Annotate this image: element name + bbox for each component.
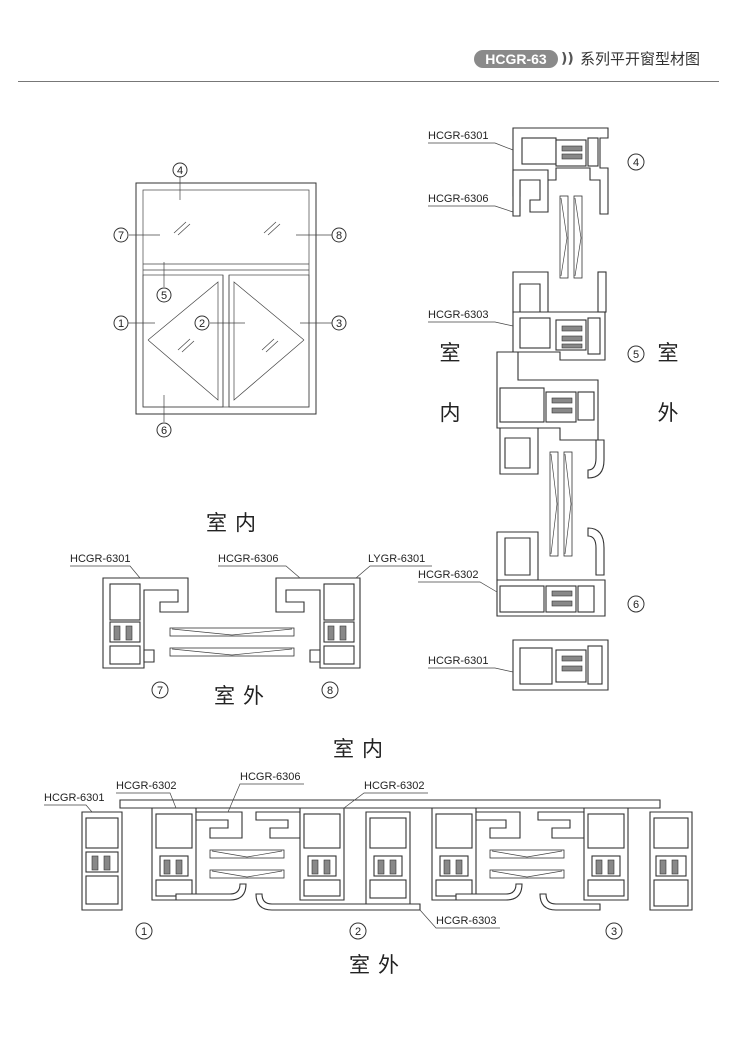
label-inside-bottom: 室内 <box>333 737 391 761</box>
callout-6-elev: 6 <box>161 425 167 437</box>
label-6301-bottom-sec: HCGR-6301 <box>44 792 105 804</box>
label-6303-bottom-sec: HCGR-6303 <box>436 915 497 927</box>
label-6306-mid: HCGR-6306 <box>218 553 279 565</box>
callout-3-elev: 3 <box>336 318 342 330</box>
callout-4-elev: 4 <box>177 165 183 177</box>
label-inside-char2: 内 <box>440 401 461 425</box>
label-6302-left-sec: HCGR-6302 <box>116 780 177 792</box>
side-section: 室内 HCGR-6301 HCGR-6306 LYGR-6301 7 8 室外 <box>70 511 432 708</box>
label-inside-char1: 室 <box>440 341 461 365</box>
window-elevation: 4 7 8 5 1 2 3 6 <box>113 162 347 438</box>
callout-3-section: 3 <box>611 926 617 938</box>
callout-7-section: 7 <box>157 685 163 697</box>
page-title: 系列平开窗型材图 <box>580 50 701 68</box>
label-6306-top: HCGR-6306 <box>428 193 489 205</box>
label-outside-mid: 室外 <box>214 684 272 708</box>
label-outside-bottom: 室外 <box>349 953 407 977</box>
label-6301-mid: HCGR-6301 <box>70 553 131 565</box>
label-6302-right: HCGR-6302 <box>418 569 479 581</box>
label-outside-char2: 外 <box>658 401 679 425</box>
callout-2-elev: 2 <box>199 318 205 330</box>
label-inside-mid: 室内 <box>206 511 264 535</box>
callout-1-elev: 1 <box>118 318 124 330</box>
label-lygr6301-mid: LYGR-6301 <box>368 553 425 565</box>
label-6302-right-sec: HCGR-6302 <box>364 780 425 792</box>
vertical-section: HCGR-6301 HCGR-6306 HCGR-6303 HCGR-6302 … <box>418 127 679 691</box>
label-6306-bottom-sec: HCGR-6306 <box>240 771 301 783</box>
header-rule <box>18 81 719 82</box>
arrow-decoration: )) <box>561 51 574 67</box>
callout-5-elev: 5 <box>161 290 167 302</box>
callout-1-section: 1 <box>141 926 147 938</box>
callout-6-section: 6 <box>633 599 639 611</box>
callout-8-section: 8 <box>327 685 333 697</box>
callout-7-elev: 7 <box>118 230 124 242</box>
label-6303-right: HCGR-6303 <box>428 309 489 321</box>
label-6301-bottom: HCGR-6301 <box>428 655 489 667</box>
label-outside-char1: 室 <box>658 341 679 365</box>
horizontal-section: 室内 <box>44 737 693 977</box>
callout-8-elev: 8 <box>336 230 342 242</box>
series-badge: HCGR-63 <box>474 50 558 68</box>
callout-5-section: 5 <box>633 349 639 361</box>
callout-4-section: 4 <box>633 157 639 169</box>
callout-2-section: 2 <box>355 926 361 938</box>
label-6301-top: HCGR-6301 <box>428 130 489 142</box>
